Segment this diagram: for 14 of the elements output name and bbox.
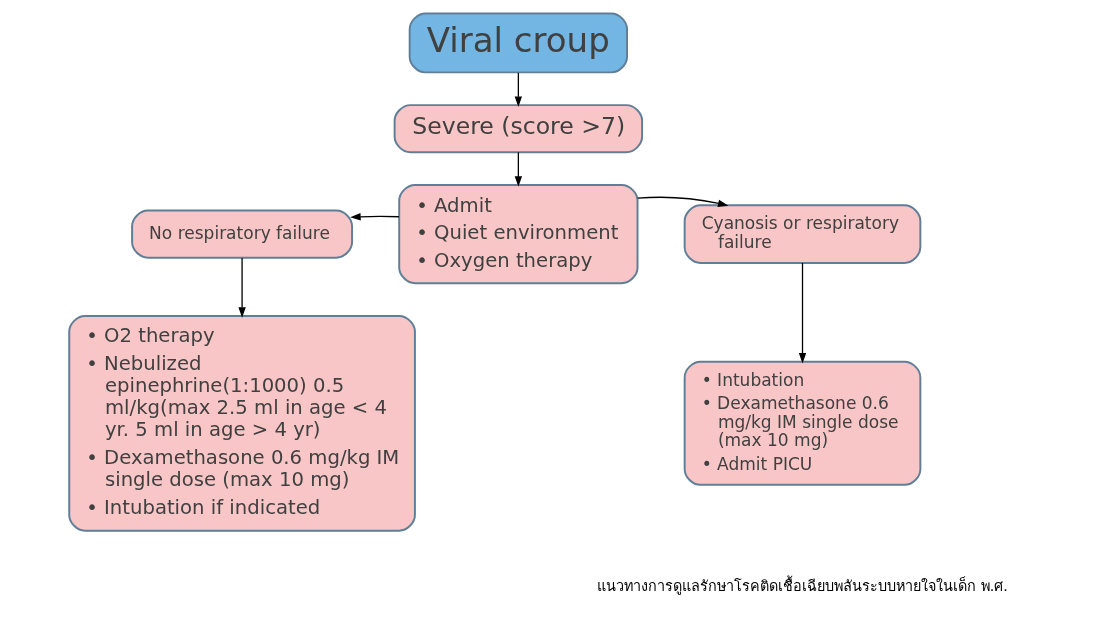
arrow xyxy=(798,262,806,364)
arrow xyxy=(514,151,522,187)
arrow xyxy=(514,72,522,107)
arrow xyxy=(349,213,400,221)
arrow xyxy=(636,196,728,207)
node-box: Severe (score >7) xyxy=(393,104,643,154)
node-box: Cyanosis or respiratory failure xyxy=(683,204,921,264)
node-box: • Intubation • Dexamethasone 0.6 mg/kg IM single dose (max 10 mg) • Admit PICU xyxy=(683,360,921,486)
node-box: No respiratory failure xyxy=(130,209,353,259)
arrow xyxy=(237,257,246,318)
node-box: Viral croup xyxy=(408,12,628,74)
label: แนวทางการดูแลรักษาโรคติดเชื้อเฉียบพลันระบบหายใจในเด็ก พ.ศ. xyxy=(596,577,1008,594)
node-box: • Admit • Quiet environment • Oxygen therapy xyxy=(397,184,638,285)
node-box: • O2 therapy • Nebulized epinephrine(1:1000) 0.5 ml/kg(max 2.5 ml in age < 4 yr. 5 ml in age > 4 yr) • Dexamethasone 0.6 mg/kg IM single dose (max 10 mg) • Intubation if indicated xyxy=(67,314,416,532)
